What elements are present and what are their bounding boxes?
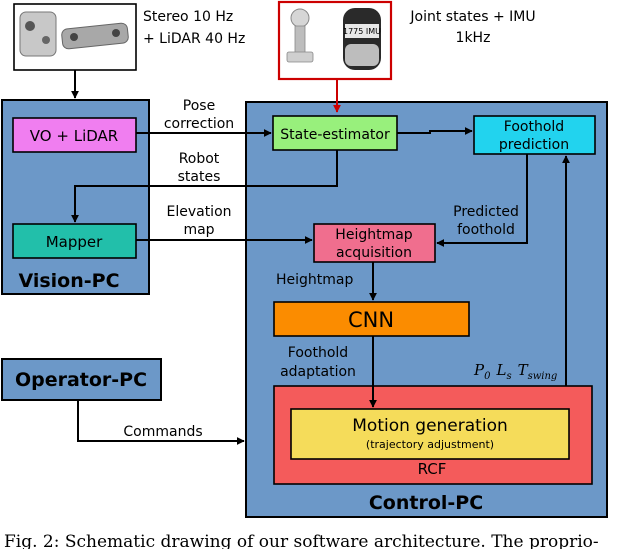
label-states: states bbox=[178, 169, 221, 185]
foothold-prediction-line1: Foothold bbox=[504, 119, 564, 135]
motion-generation-box bbox=[290, 408, 570, 460]
label-map: map bbox=[183, 222, 214, 238]
foothold-prediction-line2: prediction bbox=[499, 137, 569, 153]
label-commands: Commands bbox=[123, 424, 202, 440]
label-elevation: Elevation bbox=[166, 204, 231, 220]
param-t: T bbox=[518, 361, 529, 379]
cnn-label: CNN bbox=[348, 308, 394, 332]
label-foothold-adaptation-1: Foothold bbox=[288, 345, 348, 361]
label-foothold: foothold bbox=[457, 222, 515, 238]
label-heightmap: Heightmap bbox=[276, 272, 353, 288]
state-estimator-box bbox=[272, 115, 398, 151]
heightmap-acquisition-line2: acquisition bbox=[336, 245, 412, 261]
imu-joint-sensor-image: 1775 IMU bbox=[277, 0, 393, 81]
vo-lidar-label: VO + LiDAR bbox=[30, 127, 118, 145]
param-l-sub: s bbox=[506, 371, 511, 382]
state-estimator-label: State-estimator bbox=[280, 127, 390, 143]
stereo-lidar-sensor-image bbox=[13, 3, 137, 71]
cnn-box bbox=[273, 301, 470, 337]
rcf-label: RCF bbox=[418, 460, 447, 478]
sensor-left-line2: + LiDAR 40 Hz bbox=[143, 31, 245, 47]
motion-generation-line2: (trajectory adjustment) bbox=[366, 438, 494, 451]
sensor-right-line2: 1kHz bbox=[456, 30, 491, 46]
label-correction: correction bbox=[164, 116, 234, 132]
mapper-label: Mapper bbox=[46, 233, 103, 251]
sensor-right-line1: Joint states + IMU bbox=[409, 9, 535, 25]
motion-generation-line1: Motion generation bbox=[352, 416, 508, 436]
mapper-box bbox=[12, 223, 137, 259]
label-robot: Robot bbox=[179, 151, 220, 167]
edges bbox=[71, 70, 570, 445]
edge-state-estimator-to-foothold bbox=[397, 127, 473, 135]
sensor-left-line1: Stereo 10 Hz bbox=[143, 9, 233, 25]
label-foothold-adaptation-2: adaptation bbox=[280, 364, 356, 380]
edge-commands-to-rcf bbox=[77, 400, 245, 445]
param-t-sub: swing bbox=[528, 371, 558, 382]
param-l: L bbox=[495, 361, 506, 379]
edge-foothold-to-heightmap bbox=[436, 154, 528, 247]
imu-label-text: 1775 IMU bbox=[343, 27, 381, 36]
param-p: P bbox=[473, 361, 485, 379]
foothold-prediction-box bbox=[473, 115, 596, 155]
label-pose: Pose bbox=[183, 98, 215, 114]
label-predicted: Predicted bbox=[453, 204, 519, 220]
operator-pc-label: Operator-PC bbox=[15, 369, 147, 391]
figure-caption: Fig. 2: Schematic drawing of our softwar… bbox=[4, 532, 599, 549]
operator-pc-box bbox=[1, 358, 162, 401]
param-p-sub: 0 bbox=[484, 371, 491, 382]
vision-pc-label: Vision-PC bbox=[18, 270, 119, 292]
control-pc-label: Control-PC bbox=[369, 492, 483, 514]
heightmap-acquisition-box bbox=[313, 223, 436, 263]
heightmap-acquisition-line1: Heightmap bbox=[335, 227, 412, 243]
vo-lidar-box bbox=[12, 117, 137, 153]
edge-robot-states-to-mapper bbox=[71, 150, 338, 223]
